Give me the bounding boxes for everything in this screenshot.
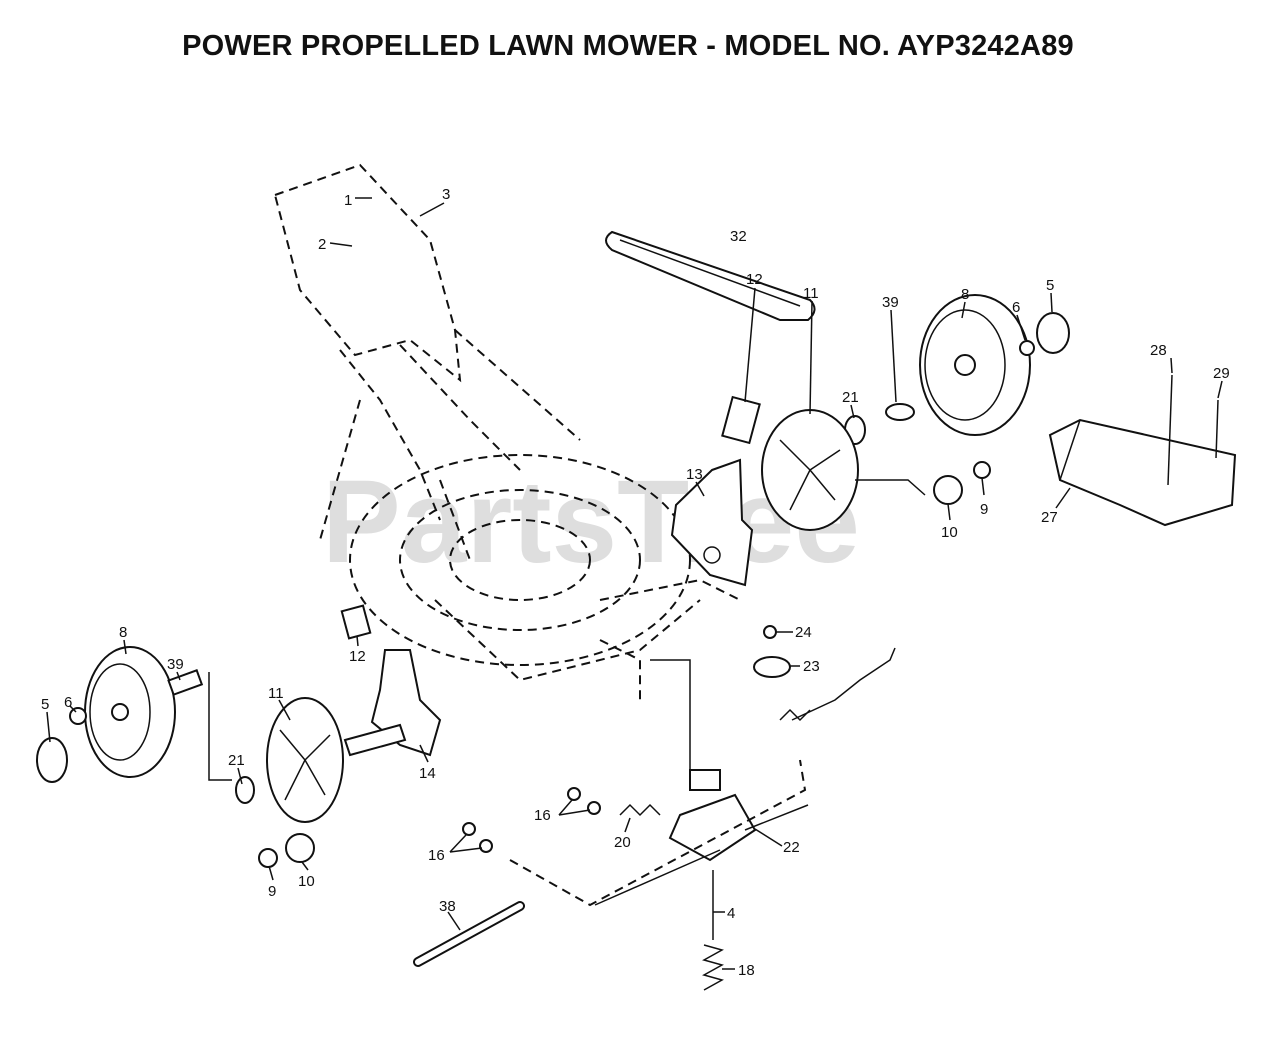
assembly-lines bbox=[208, 479, 926, 907]
callout-14: 14 bbox=[419, 765, 436, 782]
wheel-cover-11 bbox=[761, 409, 859, 531]
mower-deck-outline bbox=[273, 163, 741, 700]
callout-12: 12 bbox=[349, 648, 366, 665]
callout-13: 13 bbox=[686, 466, 703, 483]
height-adjuster-13 bbox=[670, 458, 754, 587]
nut-16a bbox=[567, 787, 581, 801]
wheel-right bbox=[919, 294, 1031, 436]
diagram-title: POWER PROPELLED LAWN MOWER - MODEL NO. A… bbox=[182, 30, 1074, 62]
callout-16: 16 bbox=[534, 807, 551, 824]
nut-16c bbox=[462, 822, 476, 836]
e-ring-9 bbox=[973, 461, 991, 479]
callout-20: 20 bbox=[614, 834, 631, 851]
callout-22: 22 bbox=[783, 839, 800, 856]
callout-32: 32 bbox=[730, 228, 747, 245]
callout-6: 6 bbox=[64, 694, 72, 711]
e-ring-9-left bbox=[258, 848, 278, 868]
callout-29: 29 bbox=[1213, 365, 1230, 382]
height-adjuster-14 bbox=[343, 649, 442, 757]
wheel-cover-11-left bbox=[266, 697, 344, 823]
callout-10: 10 bbox=[941, 524, 958, 541]
callout-21: 21 bbox=[842, 389, 859, 406]
callout-4: 4 bbox=[727, 905, 735, 922]
callout-9: 9 bbox=[268, 883, 276, 900]
wheel-bolt-6-left bbox=[69, 707, 87, 725]
callout-3: 3 bbox=[442, 186, 450, 203]
callout-27: 27 bbox=[1041, 509, 1058, 526]
callout-28: 28 bbox=[1150, 342, 1167, 359]
wheel-bushing-39-left bbox=[167, 669, 204, 696]
callout-8: 8 bbox=[119, 624, 127, 641]
adjuster-spring-12-left bbox=[340, 604, 372, 640]
spring-20 bbox=[619, 803, 661, 817]
callout-38: 38 bbox=[439, 898, 456, 915]
callout-10: 10 bbox=[298, 873, 315, 890]
callout-23: 23 bbox=[803, 658, 820, 675]
nut-16b bbox=[587, 801, 601, 815]
transmission-22 bbox=[668, 769, 757, 862]
wheel-bolt-6 bbox=[1019, 340, 1035, 356]
axle-shaft bbox=[594, 849, 721, 906]
wheel-cap-5 bbox=[1036, 312, 1070, 354]
callout-39: 39 bbox=[882, 294, 899, 311]
nut-16d bbox=[479, 839, 493, 853]
callout-12: 12 bbox=[746, 271, 763, 288]
callout-39: 39 bbox=[167, 656, 184, 673]
rear-baffle-27 bbox=[1048, 418, 1237, 527]
leader-lines bbox=[46, 197, 1223, 970]
pinion-gear-10 bbox=[933, 475, 963, 505]
callout-6: 6 bbox=[1012, 299, 1020, 316]
wheel-cap-5-left bbox=[36, 737, 68, 783]
callout-2: 2 bbox=[318, 236, 326, 253]
wheel-left bbox=[84, 646, 176, 778]
callout-11: 11 bbox=[268, 685, 284, 702]
bolt-29 bbox=[1215, 399, 1219, 459]
callout-18: 18 bbox=[738, 962, 755, 979]
nut-24 bbox=[763, 625, 777, 639]
axle-shaft-upper bbox=[744, 804, 809, 831]
cable bbox=[791, 647, 896, 721]
callout-24: 24 bbox=[795, 624, 812, 641]
callout-16: 16 bbox=[428, 847, 445, 864]
bolt-28 bbox=[1167, 374, 1173, 486]
callout-21: 21 bbox=[228, 752, 245, 769]
callout-5: 5 bbox=[41, 696, 49, 713]
drive-belt bbox=[605, 230, 816, 321]
callout-11: 11 bbox=[803, 285, 819, 302]
callout-9: 9 bbox=[980, 501, 988, 518]
wheel-bushing-39 bbox=[885, 403, 915, 421]
adjuster-spring-12 bbox=[721, 395, 761, 445]
washer-21-left bbox=[235, 776, 255, 804]
callout-5: 5 bbox=[1046, 277, 1054, 294]
callouts: 1 2 3 32 8 6 5 28 29 12 11 21 39 13 9 10… bbox=[41, 186, 1230, 979]
spring-connector bbox=[779, 708, 811, 722]
rod-38-inner bbox=[415, 903, 523, 965]
spring-18 bbox=[702, 944, 724, 991]
pulley-23 bbox=[753, 656, 791, 678]
callout-8: 8 bbox=[961, 286, 969, 303]
callout-1: 1 bbox=[344, 192, 352, 209]
pinion-gear-10-left bbox=[285, 833, 315, 863]
